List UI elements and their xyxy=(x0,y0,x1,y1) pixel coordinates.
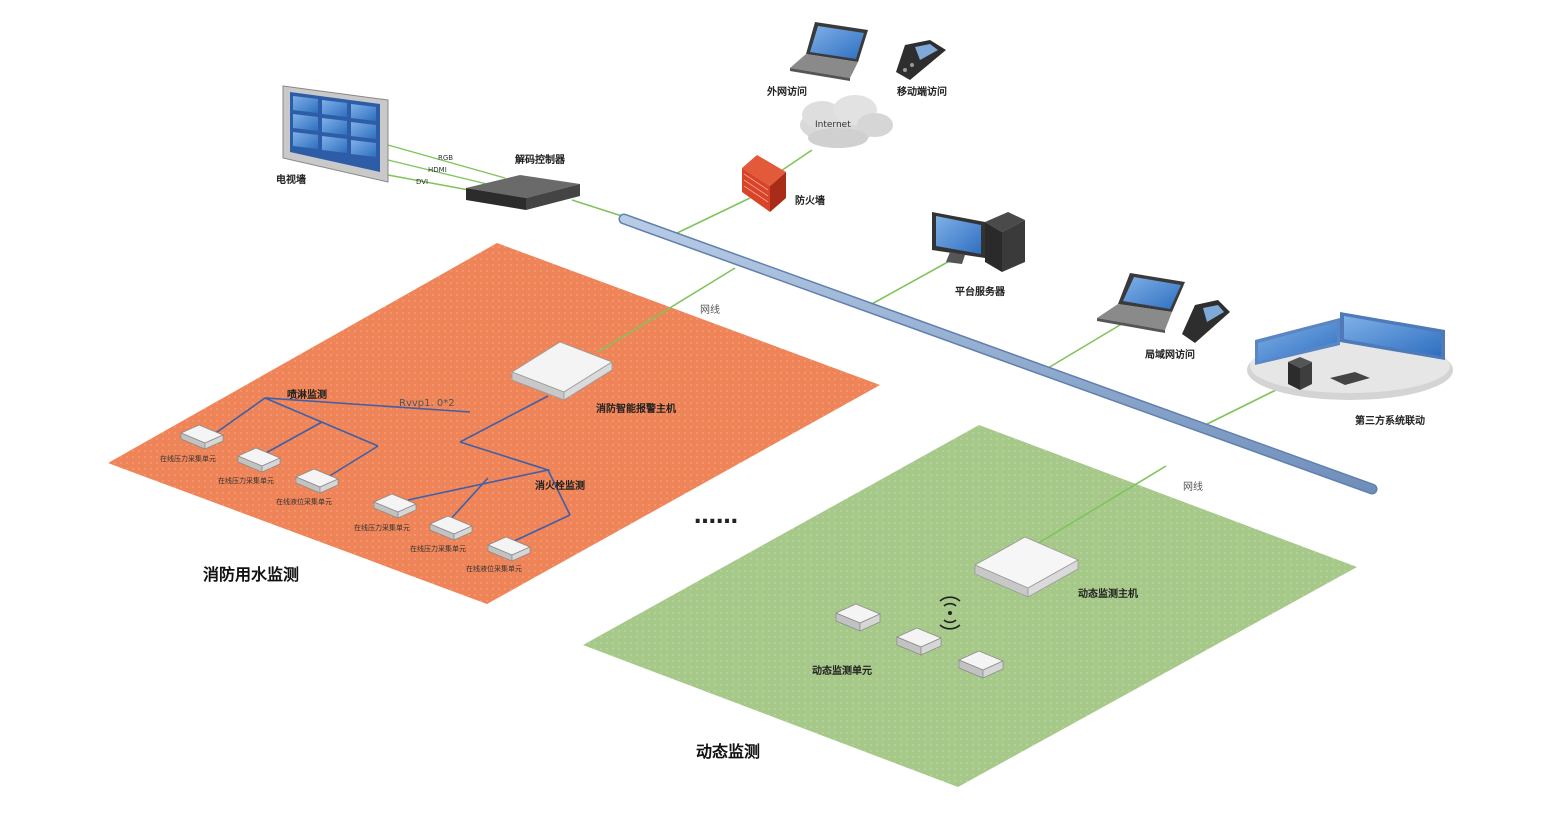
dynamic-unit-3 xyxy=(958,650,1004,679)
signal-hdmi-label: HDMI xyxy=(428,166,447,174)
dynamic-monitoring-zone xyxy=(583,425,1357,787)
video-wall-icon xyxy=(282,85,389,183)
lan-phone-icon xyxy=(1182,300,1230,343)
sensor-bus-lines xyxy=(209,395,571,544)
collector-unit-5 xyxy=(429,515,473,541)
cable-label-2: 网线 xyxy=(1183,480,1203,493)
mobile-access-label: 移动端访问 xyxy=(897,85,947,98)
internet-cloud-icon xyxy=(800,95,893,148)
dynamic-host-label: 动态监测主机 xyxy=(1078,587,1138,600)
firewall-icon xyxy=(742,155,786,212)
unit-6-label: 在线液位采集单元 xyxy=(466,564,522,573)
spray-monitor-label: 喷淋监测 xyxy=(287,388,327,401)
platform-server-label: 平台服务器 xyxy=(955,285,1006,298)
lan-access-label: 局域网访问 xyxy=(1144,348,1195,361)
ellipsis-mark: …… xyxy=(694,504,738,529)
decoder-label: 解码控制器 xyxy=(515,153,566,166)
collector-unit-1 xyxy=(180,424,224,450)
bus-spec-label: Rvvp1. 0*2 xyxy=(399,398,455,409)
internet-label: Internet xyxy=(815,120,851,130)
collector-unit-6 xyxy=(487,536,531,562)
external-access-label: 外网访问 xyxy=(766,85,807,98)
mobile-phone-icon xyxy=(896,40,946,80)
collector-unit-4 xyxy=(373,493,417,519)
alarm-host-label: 消防智能报警主机 xyxy=(596,402,676,415)
network-links xyxy=(571,149,1281,554)
dynamic-units-label: 动态监测单元 xyxy=(812,664,872,677)
third-party-label: 第三方系统联动 xyxy=(1355,414,1425,427)
unit-4-label: 在线压力采集单元 xyxy=(354,523,410,532)
signal-rgb-label: RGB xyxy=(438,154,453,162)
third-party-system-icon xyxy=(1247,312,1453,400)
collector-unit-2 xyxy=(237,447,281,473)
hydrant-monitor-label: 消火栓监测 xyxy=(535,479,585,492)
wireless-signal-icon xyxy=(939,596,961,630)
fire-water-zone-title: 消防用水监测 xyxy=(203,565,299,584)
decoder-controller-icon xyxy=(466,175,580,210)
unit-2-label: 在线压力采集单元 xyxy=(218,476,274,485)
collector-unit-3 xyxy=(295,468,339,494)
video-wall-label: 电视墙 xyxy=(276,173,306,186)
firewall-label: 防火墙 xyxy=(795,194,825,207)
unit-5-label: 在线压力采集单元 xyxy=(410,544,466,553)
platform-server-icon xyxy=(932,212,1025,272)
backbone-bus xyxy=(618,213,1378,495)
fire-alarm-host-icon xyxy=(511,341,613,401)
dynamic-unit-1 xyxy=(835,603,881,632)
dynamic-host-icon xyxy=(974,536,1079,598)
signal-dvi-label: DVI xyxy=(416,178,428,186)
cable-label-1: 网线 xyxy=(700,303,720,316)
lan-laptop-icon xyxy=(1097,273,1185,333)
dynamic-zone-title: 动态监测 xyxy=(696,742,760,761)
unit-1-label: 在线压力采集单元 xyxy=(160,454,216,463)
unit-3-label: 在线液位采集单元 xyxy=(276,497,332,506)
laptop-icon xyxy=(790,22,868,81)
dynamic-unit-2 xyxy=(896,627,942,656)
